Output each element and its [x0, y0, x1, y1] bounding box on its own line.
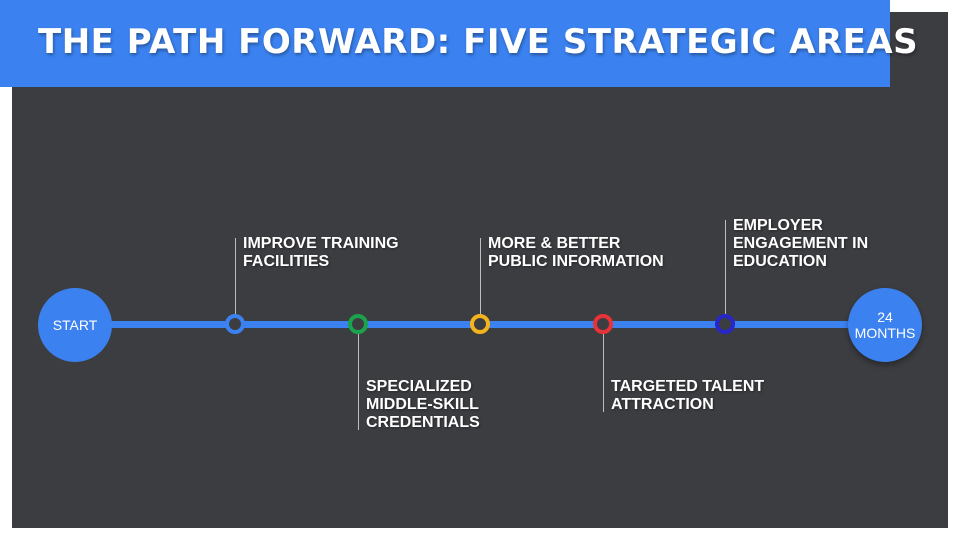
milestone-3-label-line1: MORE & BETTER — [488, 235, 621, 252]
milestone-4-label: TARGETED TALENT ATTRACTION — [611, 378, 764, 414]
milestone-2-label: SPECIALIZED MIDDLE-SKILL CREDENTIALS — [366, 378, 480, 432]
milestone-2-dot — [348, 314, 368, 334]
milestone-3-connector — [480, 238, 481, 318]
start-circle: START — [38, 288, 112, 362]
milestone-1-label-line1: IMPROVE TRAINING — [243, 235, 399, 252]
milestone-3-label-line2: PUBLIC INFORMATION — [488, 253, 664, 270]
milestone-4-connector — [603, 332, 604, 412]
milestone-5-label: EMPLOYER ENGAGEMENT IN EDUCATION — [733, 217, 868, 271]
milestone-5-label-line3: EDUCATION — [733, 253, 827, 270]
end-label-number: 24 — [877, 308, 893, 325]
slide-title: THE PATH FORWARD: FIVE STRATEGIC AREAS — [38, 22, 919, 62]
milestone-1-dot — [225, 314, 245, 334]
title-bar: THE PATH FORWARD: FIVE STRATEGIC AREAS — [0, 0, 918, 87]
milestone-5-label-line2: ENGAGEMENT IN — [733, 235, 869, 252]
milestone-4-label-line1: TARGETED TALENT — [611, 378, 765, 395]
milestone-2-connector — [358, 332, 359, 430]
milestone-3-label: MORE & BETTER PUBLIC INFORMATION — [488, 235, 664, 271]
milestone-1-label: IMPROVE TRAINING FACILITIES — [243, 235, 399, 271]
milestone-4-label-line2: ATTRACTION — [611, 396, 714, 413]
milestone-2-label-line2: MIDDLE-SKILL — [366, 396, 479, 413]
start-label: START — [52, 316, 98, 333]
milestone-3-dot — [470, 314, 490, 334]
end-circle: 24 MONTHS — [848, 288, 922, 362]
milestone-1-label-line2: FACILITIES — [243, 253, 330, 270]
milestone-4-dot — [593, 314, 613, 334]
milestone-5-connector — [725, 220, 726, 318]
milestone-2-label-line3: CREDENTIALS — [366, 414, 480, 431]
milestone-1-connector — [235, 238, 236, 318]
milestone-2-label-line1: SPECIALIZED — [366, 378, 472, 395]
end-label-unit: MONTHS — [854, 325, 916, 341]
milestone-5-dot — [715, 314, 735, 334]
milestone-5-label-line1: EMPLOYER — [733, 217, 823, 234]
